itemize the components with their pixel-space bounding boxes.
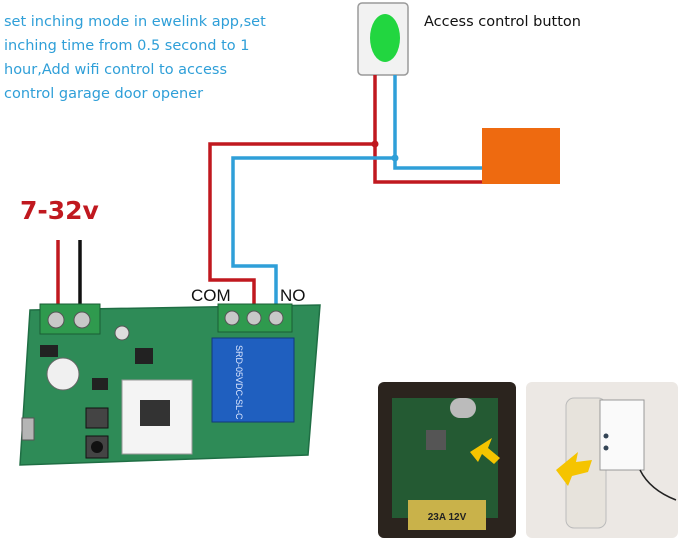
instruction-line: control garage door opener (4, 86, 204, 102)
arrow-indicator-2 (556, 452, 592, 486)
installation-photos: 23A 12V (378, 382, 678, 538)
relay-marking: SRD-05VDC-SL-C (234, 345, 244, 420)
battery (408, 500, 486, 530)
blue-junction (391, 154, 399, 162)
battery-label: 23A 12V (428, 512, 467, 523)
instruction-line: hour,Add wifi control to access (4, 62, 228, 78)
blue-wires (231, 75, 482, 310)
access-control-button (357, 2, 409, 76)
red-junction (371, 140, 379, 148)
capacitor (46, 357, 80, 391)
micro-usb-port (21, 417, 35, 441)
button-green-lamp (370, 14, 400, 62)
access-button-label: Access control button (424, 14, 581, 30)
supply-voltage-label: 7-32v (20, 196, 99, 225)
instruction-text: set inching mode in ewelink app,set inch… (4, 10, 304, 106)
red-wires (56, 75, 482, 310)
door-opener-block (482, 128, 560, 184)
no-terminal-label: NO (280, 286, 306, 305)
instruction-line: set inching mode in ewelink app,set (4, 14, 266, 30)
com-terminal-label: COM (191, 286, 231, 305)
relay-module-board: SRD-05VDC-SL-C (19, 303, 321, 466)
instruction-line: inching time from 0.5 second to 1 (4, 38, 250, 54)
arrow-indicator (470, 438, 500, 464)
relay (211, 337, 295, 423)
